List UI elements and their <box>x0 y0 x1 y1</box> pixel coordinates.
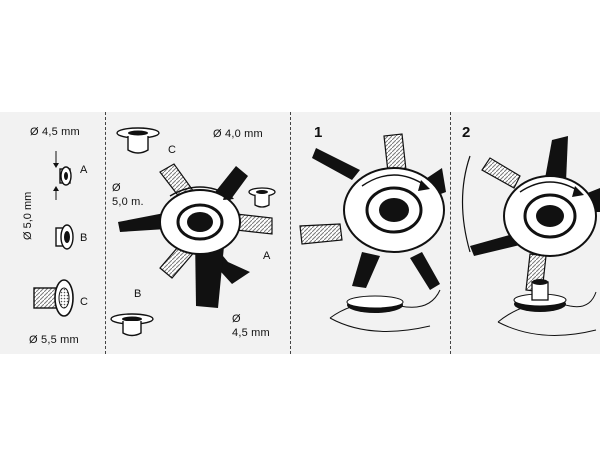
star-die-tool <box>118 163 273 308</box>
tool-label-a: A <box>263 250 271 262</box>
panel-divider-3 <box>450 112 451 354</box>
part-a-eyelet <box>53 151 72 200</box>
tool-label-c: C <box>168 144 177 156</box>
letter-a: A <box>80 164 88 176</box>
step2-number: 2 <box>462 124 471 141</box>
step1-illustration <box>299 133 446 332</box>
letter-b: B <box>80 232 88 244</box>
tool-size-bottom-value: 4,5 mm <box>232 327 270 339</box>
panel-divider-1 <box>105 112 106 354</box>
panel-divider-2 <box>290 112 291 354</box>
size-b-label: Ø 5,0 mm <box>22 191 34 240</box>
diagram-band <box>0 112 600 354</box>
step2-illustration <box>461 136 600 336</box>
tool-size-top: Ø 4,0 mm <box>213 128 263 140</box>
tool-eyelet-top <box>116 127 160 154</box>
tool-eyelet-bottom <box>110 313 154 337</box>
step1-number: 1 <box>314 124 323 141</box>
part-c-eyelet <box>33 279 74 317</box>
size-c-label: Ø 5,5 mm <box>29 334 79 346</box>
tool-size-left-value: 5,0 m. <box>112 196 144 208</box>
tool-label-b: B <box>134 288 142 300</box>
size-a-label: Ø 4,5 mm <box>30 126 80 138</box>
tool-eyelet-right <box>248 187 276 208</box>
tool-size-left-symbol: Ø <box>112 182 121 194</box>
part-b-eyelet <box>55 224 74 250</box>
tool-size-bottom-symbol: Ø <box>232 313 241 325</box>
letter-c: C <box>80 296 89 308</box>
